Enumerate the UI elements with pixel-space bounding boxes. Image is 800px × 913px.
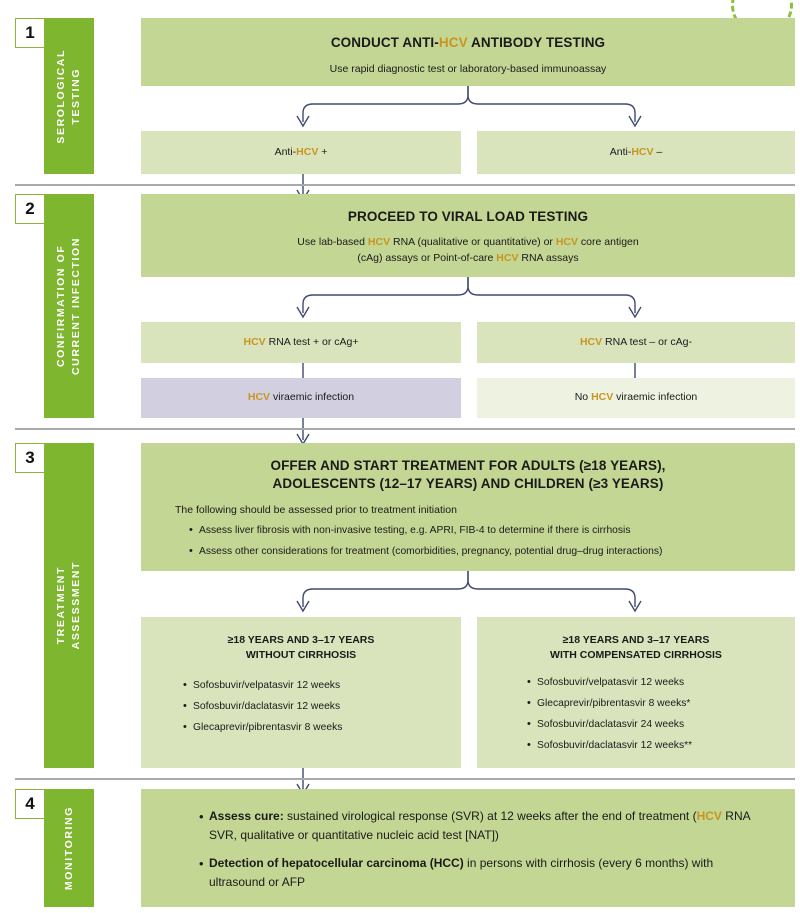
divider-after-section-3 bbox=[15, 778, 795, 780]
text-hcv-rna-negative: HCV RNA test – or cAg- bbox=[477, 336, 795, 348]
box-monitoring: Assess cure: sustained virological respo… bbox=[141, 789, 795, 907]
hcv-token: HCV bbox=[247, 391, 271, 403]
section-number-3: 3 bbox=[15, 443, 45, 473]
text-assessment-lead: The following should be assessed prior t… bbox=[175, 504, 457, 516]
heading-compensated-cirrhosis-line1: ≥18 YEARS AND 3–17 YEARS bbox=[562, 634, 710, 646]
hcv-token: HCV bbox=[367, 236, 391, 248]
title-offer-treatment-line2: ADOLESCENTS (12–17 YEARS) AND CHILDREN (… bbox=[272, 476, 664, 491]
box-hcv-viraemic-infection: HCV viraemic infection bbox=[141, 378, 461, 418]
list-item: Assess liver fibrosis with non-invasive … bbox=[189, 523, 795, 538]
subtitle-viral-load-line1: Use lab-based HCV RNA (qualitative or qu… bbox=[141, 234, 795, 250]
antihcv-pos-post: + bbox=[318, 146, 328, 158]
list-item: Sofosbuvir/daclatasvir 24 weeks bbox=[527, 717, 795, 732]
list-item: Glecaprevir/pibrentasvir 8 weeks* bbox=[527, 696, 795, 711]
heading-without-cirrhosis-line2: WITHOUT CIRRHOSIS bbox=[245, 649, 357, 661]
list-item: Sofosbuvir/daclatasvir 12 weeks** bbox=[527, 738, 795, 753]
box-no-hcv-viraemic-infection: No HCV viraemic infection bbox=[477, 378, 795, 418]
rna-pos-rest: RNA test + or cAg+ bbox=[265, 336, 359, 348]
list-treatment-assessment: Assess liver fibrosis with non-invasive … bbox=[185, 523, 795, 559]
vl-l2-a: (cAg) assays or Point-of-care bbox=[357, 252, 497, 264]
box-hcv-rna-positive: HCV RNA test + or cAg+ bbox=[141, 322, 461, 363]
subtitle-viral-load-line2: (cAg) assays or Point-of-care HCV RNA as… bbox=[141, 250, 795, 266]
text-antihcv-positive: Anti-HCV + bbox=[141, 146, 461, 158]
vl-l1-b: RNA (qualitative or quantitative) or bbox=[390, 236, 556, 248]
text-hcv-viraemic: HCV viraemic infection bbox=[141, 391, 461, 403]
box-conduct-antihcv-testing: CONDUCT ANTI-HCV ANTIBODY TESTING Use ra… bbox=[141, 18, 795, 86]
text-antihcv-negative: Anti-HCV – bbox=[477, 146, 795, 158]
list-without-cirrhosis-regimens: Sofosbuvir/velpatasvir 12 weeks Sofosbuv… bbox=[179, 678, 461, 735]
title-proceed-viral-load: PROCEED TO VIRAL LOAD TESTING bbox=[347, 209, 589, 224]
assess-cure-a: sustained virological response (SVR) at … bbox=[283, 809, 697, 823]
text-hcv-rna-positive: HCV RNA test + or cAg+ bbox=[141, 336, 461, 348]
connector-s2-to-s3 bbox=[296, 418, 310, 446]
box-without-cirrhosis: ≥18 YEARS AND 3–17 YEARS WITHOUT CIRRHOS… bbox=[141, 617, 461, 768]
rna-neg-rest: RNA test – or cAg- bbox=[602, 336, 693, 348]
title-part-pre: CONDUCT ANTI- bbox=[330, 35, 439, 50]
hcv-token: HCV bbox=[243, 336, 266, 348]
title-conduct-antihcv: CONDUCT ANTI-HCV ANTIBODY TESTING bbox=[141, 34, 795, 52]
label-assess-cure: Assess cure: bbox=[209, 809, 284, 823]
list-item: Glecaprevir/pibrentasvir 8 weeks bbox=[183, 720, 461, 735]
subtitle-rapid-diagnostic: Use rapid diagnostic test or laboratory-… bbox=[329, 63, 607, 75]
section-number-1: 1 bbox=[15, 18, 45, 48]
hcv-token: HCV bbox=[438, 35, 468, 50]
heading-without-cirrhosis-line1: ≥18 YEARS AND 3–17 YEARS bbox=[227, 634, 375, 646]
box-hcv-rna-negative: HCV RNA test – or cAg- bbox=[477, 322, 795, 363]
list-monitoring: Assess cure: sustained virological respo… bbox=[195, 807, 765, 892]
sidebar-label-monitoring: MONITORING bbox=[62, 805, 75, 891]
connector-rna-to-result bbox=[302, 363, 636, 379]
assess-cure-b: RNA SVR, qualitative or quantitative nuc… bbox=[209, 809, 750, 842]
vl-l1-a: Use lab-based bbox=[297, 236, 368, 248]
sidebar-section-4: MONITORING bbox=[44, 789, 94, 907]
antihcv-neg-post: – bbox=[653, 146, 663, 158]
divider-after-section-2 bbox=[15, 428, 795, 430]
hcv-token: HCV bbox=[591, 391, 614, 403]
box-proceed-viral-load: PROCEED TO VIRAL LOAD TESTING Use lab-ba… bbox=[141, 194, 795, 277]
list-item-assess-cure: Assess cure: sustained virological respo… bbox=[199, 807, 765, 845]
section-number-4: 4 bbox=[15, 789, 45, 819]
hcv-token: HCV bbox=[555, 236, 578, 248]
box-antihcv-negative: Anti-HCV – bbox=[477, 131, 795, 174]
box-offer-start-treatment: OFFER AND START TREATMENT FOR ADULTS (≥1… bbox=[141, 443, 795, 571]
hcc-detection-rest: in persons with cirrhosis (every 6 month… bbox=[209, 856, 714, 889]
antihcv-pos-pre: Anti- bbox=[274, 146, 297, 158]
hcv-token: HCV bbox=[496, 252, 519, 264]
antihcv-neg-pre: Anti- bbox=[609, 146, 632, 158]
list-item: Sofosbuvir/velpatasvir 12 weeks bbox=[183, 678, 461, 693]
vl-l1-c: core antigen bbox=[578, 236, 639, 248]
text-no-hcv-viraemic: No HCV viraemic infection bbox=[477, 391, 795, 403]
no-viraemic-pre: No bbox=[574, 391, 592, 403]
list-item-hcc-detection: Detection of hepatocellular carcinoma (H… bbox=[199, 854, 765, 892]
list-compensated-cirrhosis-regimens: Sofosbuvir/velpatasvir 12 weeks Glecapre… bbox=[523, 675, 795, 753]
hcv-token: HCV bbox=[631, 146, 654, 158]
viraemic-rest: viraemic infection bbox=[270, 391, 355, 403]
box-compensated-cirrhosis: ≥18 YEARS AND 3–17 YEARS WITH COMPENSATE… bbox=[477, 617, 795, 768]
no-viraemic-rest: viraemic infection bbox=[613, 391, 698, 403]
hcv-token: HCV bbox=[696, 809, 722, 823]
label-hcc-detection: Detection of hepatocellular carcinoma (H… bbox=[209, 856, 464, 870]
title-offer-treatment-line1: OFFER AND START TREATMENT FOR ADULTS (≥1… bbox=[270, 458, 666, 473]
vl-l2-b: RNA assays bbox=[518, 252, 579, 264]
sidebar-section-2: CONFIRMATION OF CURRENT INFECTION bbox=[44, 194, 94, 418]
hcv-token: HCV bbox=[296, 146, 319, 158]
sidebar-section-1: SEROLOGICAL TESTING bbox=[44, 18, 94, 174]
box-antihcv-positive: Anti-HCV + bbox=[141, 131, 461, 174]
list-item: Sofosbuvir/velpatasvir 12 weeks bbox=[527, 675, 795, 690]
title-part-post: ANTIBODY TESTING bbox=[467, 35, 606, 50]
divider-after-section-1 bbox=[15, 184, 795, 186]
hcv-token: HCV bbox=[579, 336, 603, 348]
section-number-2: 2 bbox=[15, 194, 45, 224]
connector-section-2 bbox=[296, 277, 642, 319]
list-item: Assess other considerations for treatmen… bbox=[189, 544, 795, 559]
connector-section-3 bbox=[296, 571, 642, 613]
heading-compensated-cirrhosis-line2: WITH COMPENSATED CIRRHOSIS bbox=[550, 649, 722, 661]
list-item: Sofosbuvir/daclatasvir 12 weeks bbox=[183, 699, 461, 714]
sidebar-section-3: TREATMENT ASSESSMENT bbox=[44, 443, 94, 768]
connector-section-1 bbox=[296, 86, 642, 128]
